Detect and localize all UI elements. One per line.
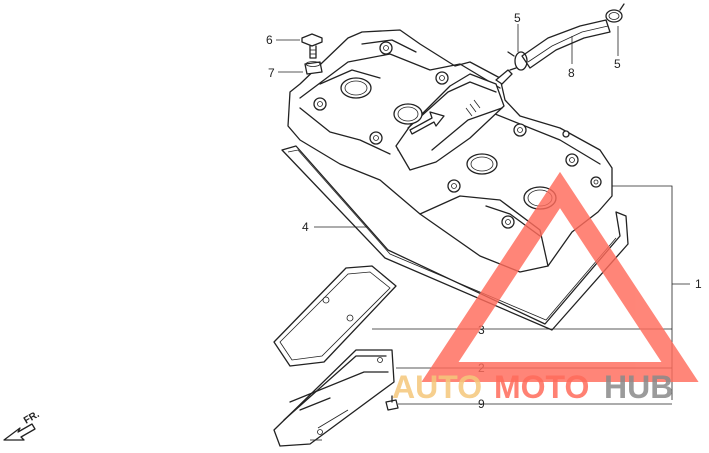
callout-5-left: 5 (514, 11, 521, 25)
grommet-7 (304, 61, 323, 75)
leader-lines (276, 24, 690, 405)
callout-3: 3 (478, 323, 485, 337)
callout-6: 6 (266, 33, 273, 47)
bolt-9 (385, 395, 399, 411)
front-label: FR. (22, 409, 42, 427)
cylinder-head-cover-gasket (281, 145, 629, 331)
hose-clamp-5a (507, 51, 528, 71)
callout-7: 7 (268, 66, 275, 80)
front-arrow-icon (3, 423, 36, 441)
callout-5-right: 5 (614, 57, 621, 71)
callout-4: 4 (302, 220, 309, 234)
breather-plate-2 (273, 349, 395, 447)
watermark-text: AUTO MOTO HUB (392, 369, 673, 405)
breather-hose-8 (521, 19, 611, 69)
hose-clamp-5b (605, 3, 625, 23)
watermark-part-auto: AUTO (392, 369, 482, 405)
cylinder-head-cover (287, 29, 613, 273)
callout-8: 8 (568, 66, 575, 80)
breather-plate-gasket-3 (273, 265, 397, 367)
watermark-logo (421, 171, 699, 382)
callout-9: 9 (478, 397, 485, 411)
bolt-6 (301, 33, 323, 59)
callout-1: 1 (695, 277, 702, 291)
front-direction-indicator: FR. (3, 409, 42, 441)
watermark-part-moto: MOTO (494, 369, 589, 405)
watermark-part-hub: HUB (604, 369, 673, 405)
